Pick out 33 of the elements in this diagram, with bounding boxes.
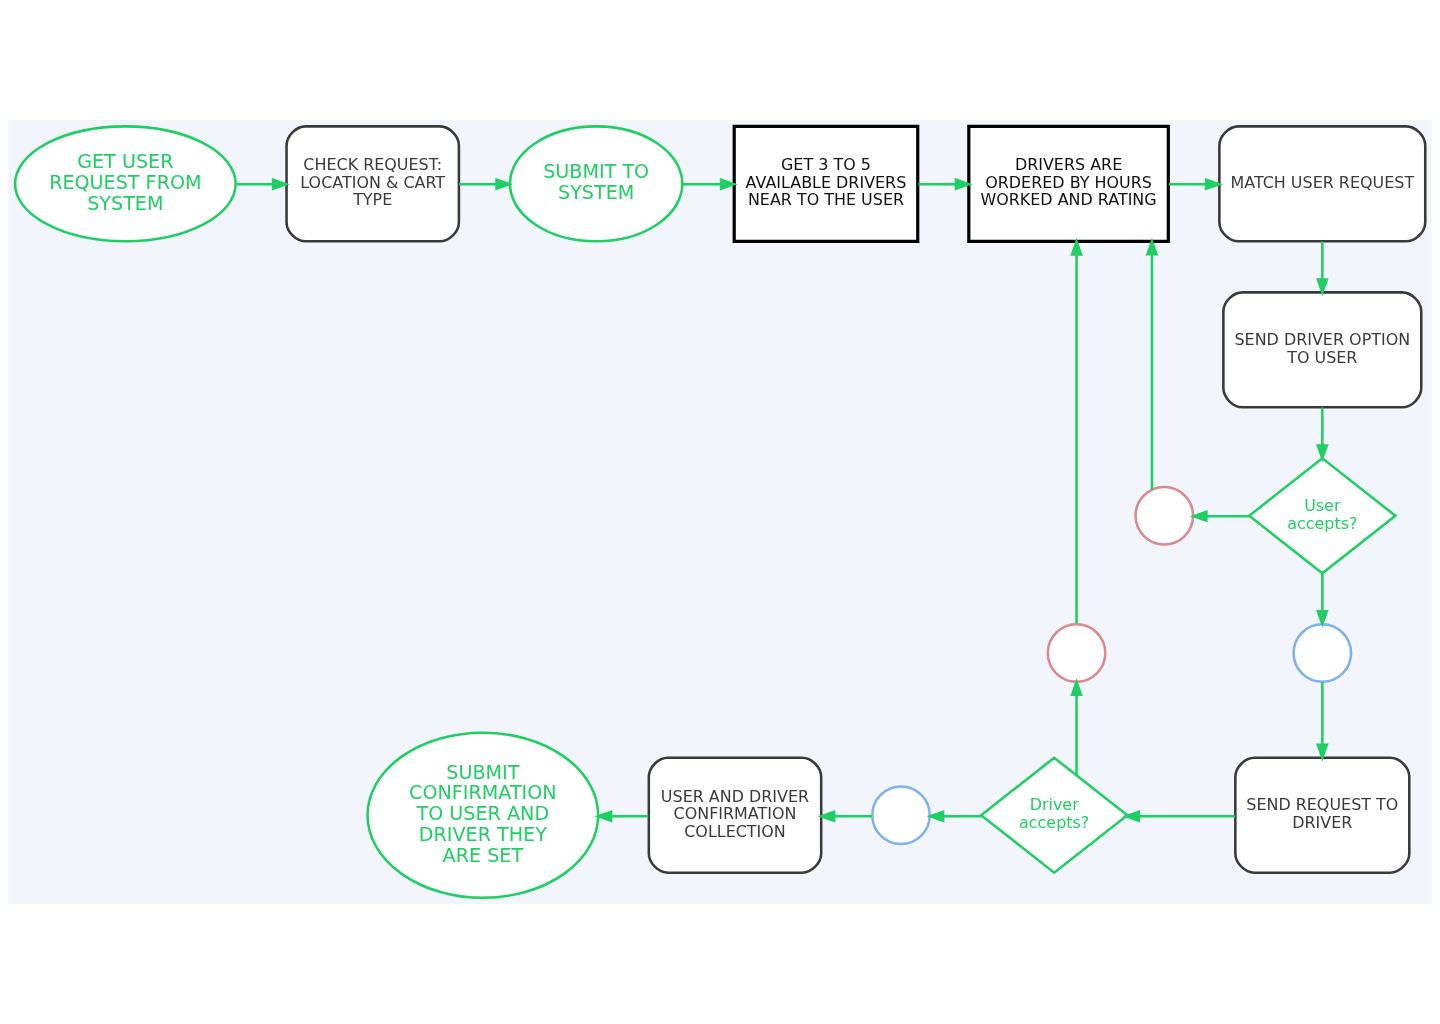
arrow [1316,682,1329,762]
node-box: SEND REQUEST TO DRIVER [1234,756,1411,874]
arrow [1122,809,1236,823]
node-box: USER AND DRIVER CONFIRMATION COLLECTION [647,756,823,874]
node-box: GET 3 TO 5 AVAILABLE DRIVERS NEAR TO THE USER [732,124,920,243]
node-circle [1046,623,1107,684]
node-circle [870,785,931,846]
arrow [459,177,514,191]
arrow [236,177,290,191]
node-diamond: User accepts? [1247,456,1398,575]
node-ellipse: SUBMIT CONFIRMATION TO USER AND DRIVER THEY ARE SET [366,731,600,900]
arrow [1316,574,1329,628]
node-box: SEND DRIVER OPTION TO USER [1222,291,1423,409]
node-circle [1134,485,1195,546]
arrow [1316,241,1329,297]
arrow [594,809,649,823]
node-box: MATCH USER REQUEST [1218,125,1427,243]
arrow [1168,177,1223,191]
arrow [817,809,873,823]
arrow [682,177,738,191]
arrow [1316,407,1329,463]
node-ellipse: GET USER REQUEST FROM SYSTEM [13,125,237,243]
node-box: CHECK REQUEST: LOCATION & CART TYPE [285,125,461,243]
arrow [1070,237,1083,624]
node-box: DRIVERS ARE ORDERED BY HOURS WORKED AND RATING [967,124,1170,243]
arrow [1145,237,1159,490]
arrow [1070,678,1083,776]
arrow [1189,509,1250,523]
arrow [918,177,973,191]
node-ellipse: SUBMIT TO SYSTEM [508,125,684,243]
node-diamond: Driver accepts? [979,756,1130,875]
node-circle [1292,623,1353,684]
arrow [926,809,983,823]
